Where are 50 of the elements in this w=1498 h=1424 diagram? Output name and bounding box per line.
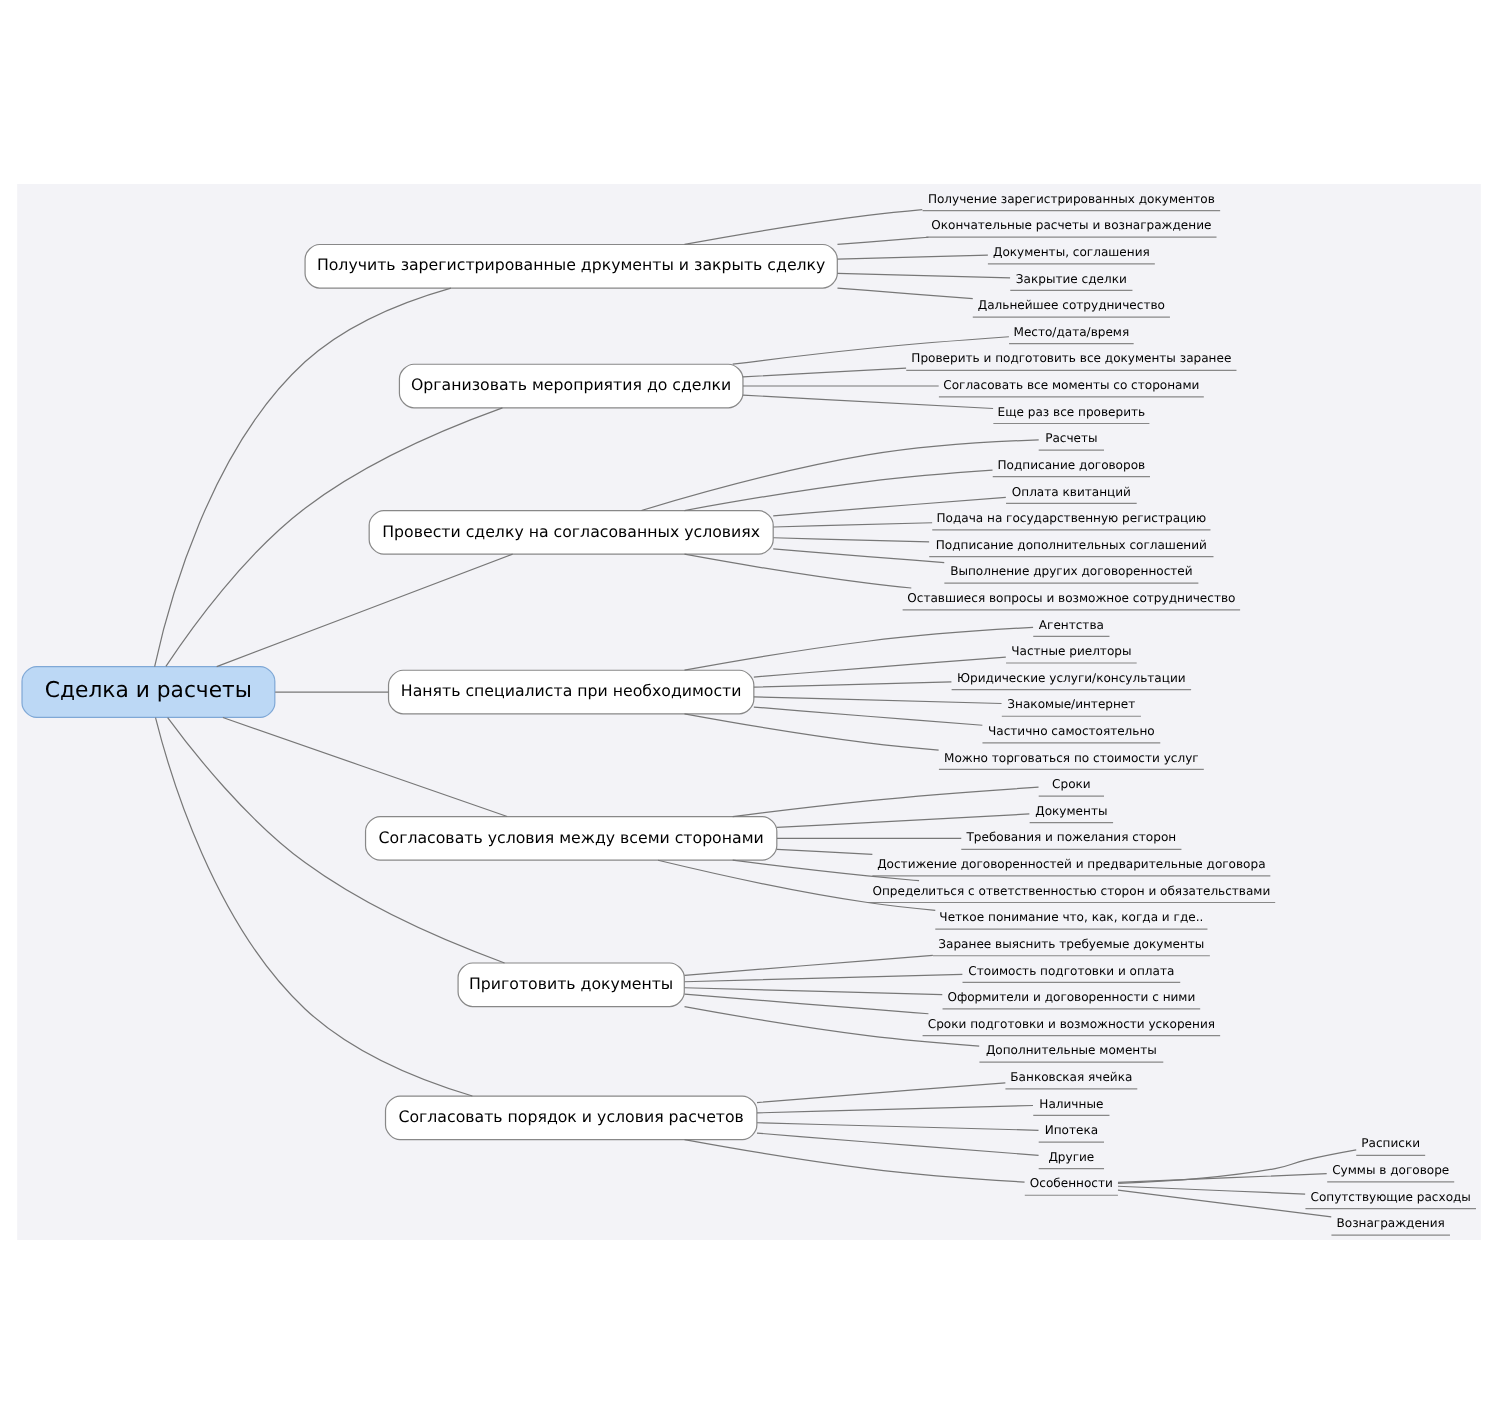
connector xyxy=(167,716,506,964)
connector xyxy=(683,469,994,512)
connector xyxy=(683,626,1034,671)
connector xyxy=(1117,1189,1332,1218)
connector xyxy=(753,656,1007,678)
connector xyxy=(776,813,1030,829)
connector xyxy=(753,681,953,688)
connector xyxy=(836,236,930,246)
connector xyxy=(742,367,907,378)
connector xyxy=(772,496,1007,517)
connector xyxy=(683,973,963,983)
connector xyxy=(772,522,933,528)
connector xyxy=(683,553,912,589)
connector xyxy=(742,394,994,410)
connector xyxy=(1117,1185,1306,1195)
connector xyxy=(753,706,983,726)
connector xyxy=(836,254,989,260)
connector xyxy=(216,553,514,668)
node-box: Сделка и расчеты xyxy=(21,666,276,719)
connector xyxy=(732,336,1010,365)
connector xyxy=(657,859,936,911)
connector xyxy=(222,716,508,818)
connector xyxy=(732,859,920,882)
connector xyxy=(165,407,504,667)
connector xyxy=(683,1139,1026,1183)
connector xyxy=(640,439,1040,512)
connector xyxy=(753,696,1003,705)
connector xyxy=(756,1082,1006,1104)
connector xyxy=(836,272,1011,279)
connector xyxy=(756,1132,1040,1156)
connector xyxy=(772,548,945,564)
connector xyxy=(154,716,473,1097)
connector xyxy=(683,993,930,1015)
connector xyxy=(772,537,930,543)
connector xyxy=(154,287,452,668)
connector xyxy=(274,691,389,693)
connector xyxy=(836,287,974,300)
connector xyxy=(683,954,934,977)
connector xyxy=(776,837,962,839)
connector xyxy=(1117,1149,1357,1184)
connector xyxy=(776,848,873,856)
connector xyxy=(683,713,940,751)
connector xyxy=(742,385,940,387)
connector xyxy=(683,987,943,996)
connector xyxy=(756,1104,1034,1114)
connector xyxy=(683,1006,980,1047)
connector xyxy=(732,786,1040,818)
connector xyxy=(683,209,923,246)
connector xyxy=(756,1122,1040,1131)
connector xyxy=(1117,1173,1328,1184)
